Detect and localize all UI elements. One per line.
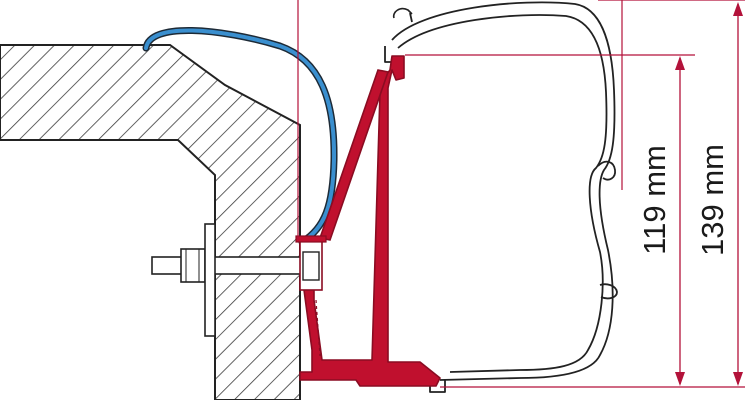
dimension-139-label: 139 mm — [695, 144, 730, 256]
dimension-119: 119 mm — [636, 56, 685, 386]
reference-lines — [297, 0, 745, 388]
awning-cassette — [384, 1, 618, 393]
mounting-bolt — [151, 223, 313, 337]
dimension-119-label: 119 mm — [637, 145, 672, 255]
vehicle-wall-section — [0, 44, 301, 400]
adapter-bracket — [295, 55, 441, 387]
dimension-139: 139 mm — [694, 2, 743, 386]
